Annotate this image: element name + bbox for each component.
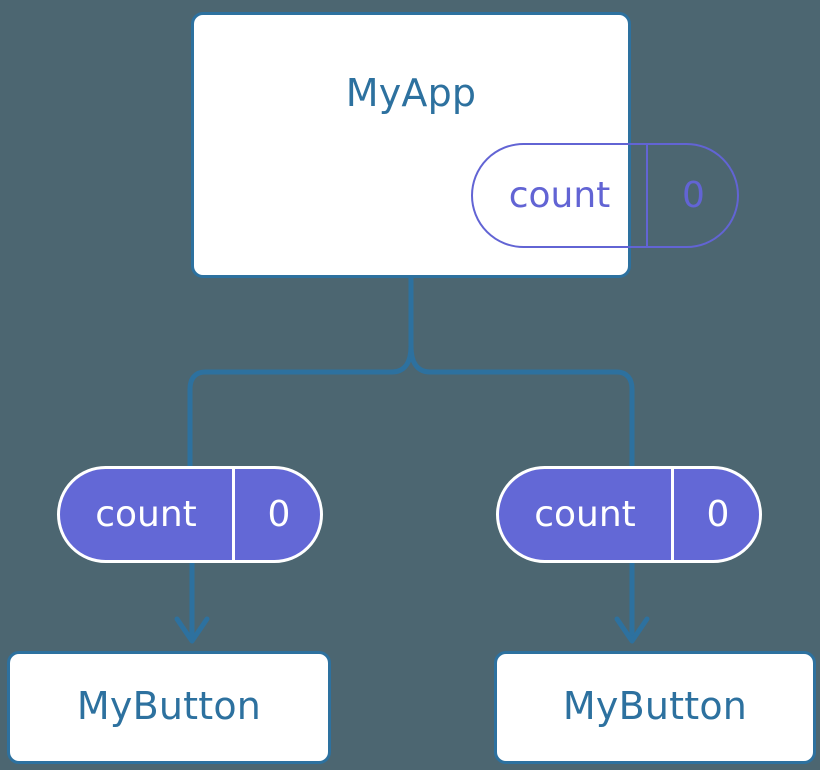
component-box-myapp[interactable]: MyApp count 0 bbox=[191, 12, 739, 278]
connector-branch-left bbox=[187, 345, 414, 466]
props-value-label: 0 bbox=[671, 469, 759, 560]
state-key-label: count bbox=[508, 175, 611, 216]
arrow-right-head bbox=[614, 616, 650, 644]
props-value-label: 0 bbox=[232, 469, 320, 560]
component-title-myapp: MyApp bbox=[345, 71, 477, 115]
component-box-mybutton-0[interactable]: MyButton bbox=[7, 651, 331, 764]
connector-branch-right bbox=[408, 345, 635, 466]
props-pill-child-0[interactable]: count 0 bbox=[57, 466, 323, 563]
component-title-mybutton: MyButton bbox=[562, 684, 748, 728]
props-key-label: count bbox=[95, 494, 197, 535]
props-key-label: count bbox=[534, 494, 636, 535]
state-pill-myapp[interactable]: count 0 bbox=[471, 143, 739, 248]
props-pill-child-1[interactable]: count 0 bbox=[496, 466, 762, 563]
component-box-mybutton-1[interactable]: MyButton bbox=[494, 651, 816, 764]
component-title-mybutton: MyButton bbox=[76, 684, 262, 728]
state-value-label: 0 bbox=[646, 145, 737, 246]
arrow-left-head bbox=[174, 616, 210, 644]
